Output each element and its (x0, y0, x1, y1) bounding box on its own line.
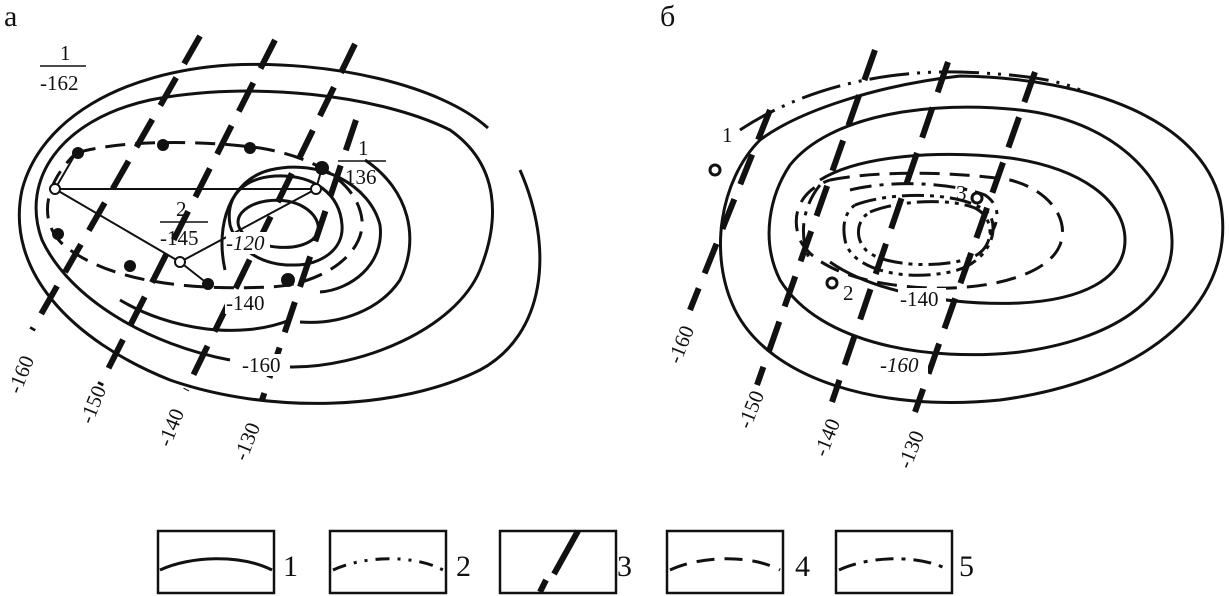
fault-line (829, 61, 951, 403)
legend-item-3: 3 (498, 529, 632, 595)
well-number: 1 (722, 123, 733, 147)
well-label-162: 1 -162 (40, 41, 86, 95)
fault-label: -130 (228, 419, 265, 464)
well-label-136: 1 -136 (338, 136, 386, 189)
contour-label: -120 (226, 231, 265, 255)
well-number: 2 (176, 197, 187, 221)
well-marker-open (708, 163, 722, 177)
well-marker (52, 228, 64, 240)
fault-label: -150 (732, 387, 769, 432)
legend-item-5: 5 (834, 529, 974, 595)
legend-number: 2 (456, 550, 471, 583)
legend-item-4: 4 (665, 529, 810, 595)
well-marker-open (825, 276, 839, 290)
faults-b (687, 49, 1038, 413)
panel-a-letter: а (4, 0, 17, 33)
well-marker (244, 142, 256, 154)
legend-item-1: 1 (156, 529, 298, 595)
fault-line (29, 34, 203, 332)
fault-line (183, 42, 358, 392)
well-number: 2 (843, 281, 854, 305)
faults-a (29, 34, 359, 401)
dashdot-left-b (801, 184, 822, 261)
legend-number: 4 (795, 550, 810, 583)
fault-label: -150 (74, 382, 111, 427)
well-value: -162 (40, 71, 79, 95)
contour-label: -160 (880, 353, 919, 377)
legend-item-2: 2 (328, 529, 471, 595)
contour-label: -140 (226, 291, 265, 315)
dashdotdot-mid-b (842, 193, 995, 277)
well-number: 1 (60, 41, 71, 65)
well-marker-open (970, 191, 984, 205)
legend-number: 1 (283, 550, 298, 583)
wells-a (49, 139, 329, 290)
dashed-contour (46, 141, 364, 290)
well-marker (124, 260, 136, 272)
legend: 1 2 3 4 5 (156, 529, 974, 595)
contour-label: -160 (242, 353, 281, 377)
dashed-contour-b (794, 171, 1065, 290)
panel-b-letter: б (660, 0, 675, 33)
dashdotdot-inner-b (857, 200, 992, 267)
contour-label: -140 (900, 287, 939, 311)
fault-line (259, 119, 359, 401)
fault-label: -140 (808, 415, 845, 460)
well-marker-open (310, 183, 322, 195)
fault-line (687, 108, 773, 312)
well-marker-open (49, 183, 61, 195)
contour-150-b (767, 105, 1174, 357)
fault-label: -160 (2, 352, 39, 397)
well-marker (315, 161, 329, 175)
legend-number: 5 (959, 550, 974, 583)
fault-line (97, 38, 278, 387)
well-marker (281, 273, 295, 287)
fault-label: -160 (662, 322, 699, 367)
panel-a: а (2, 0, 542, 464)
contour-160 (34, 89, 494, 369)
panel-b: б 1 2 3 -140 -160 (660, 0, 1225, 472)
well-marker (72, 147, 84, 159)
well-number: 1 (358, 136, 369, 160)
fault-label: -130 (892, 427, 929, 472)
fault-line (912, 71, 1038, 413)
legend-number: 3 (617, 550, 632, 583)
fault-line (754, 49, 878, 386)
well-label-145: 2 -145 (160, 197, 208, 250)
well-marker (202, 278, 214, 290)
fault-label: -140 (152, 405, 189, 450)
well-marker (157, 139, 169, 151)
well-number: 3 (956, 181, 967, 205)
well-value: -145 (160, 226, 199, 250)
contour-130 (227, 174, 344, 267)
well-value: -136 (338, 165, 377, 189)
well-marker-open (174, 256, 186, 268)
